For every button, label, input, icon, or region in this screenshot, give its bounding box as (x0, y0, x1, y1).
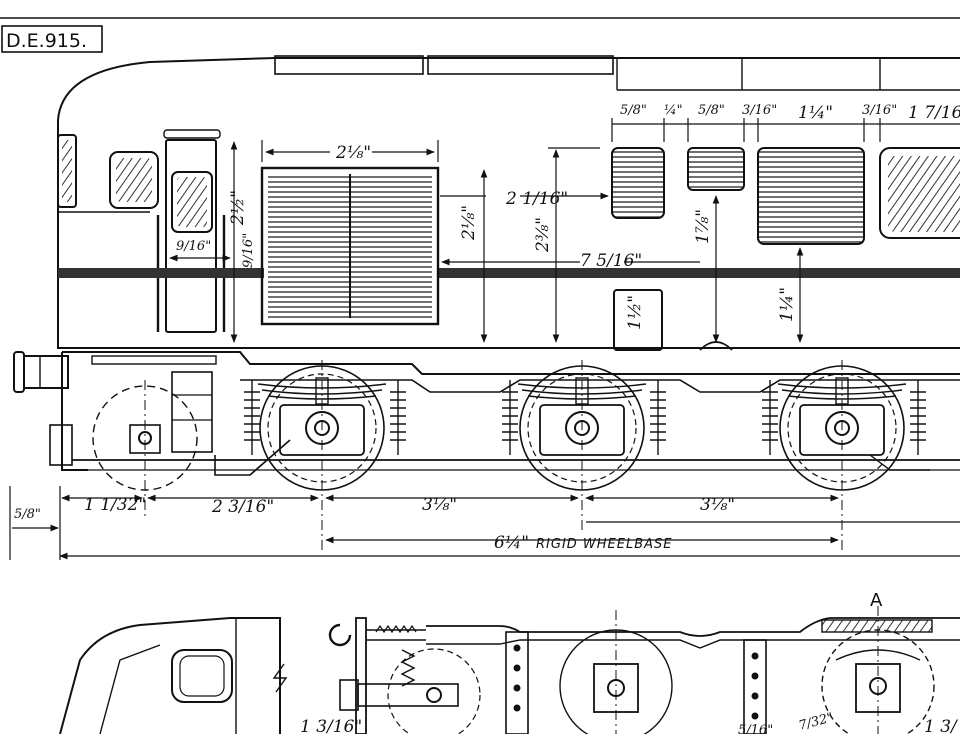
handle-recess (613, 289, 663, 351)
dim-grille-offset-b: 2 1/16" (505, 189, 568, 209)
dim-top-a: 5/8" (620, 103, 647, 118)
plan-cab-window (171, 649, 233, 703)
roof-panel (274, 55, 424, 75)
dim-top-d: 3/16" (742, 103, 777, 118)
dim-rigid-wheelbase: 6¼" (494, 533, 529, 553)
rigid-wheelbase-caption: RIGID WHEELBASE (536, 537, 673, 552)
dim-vent-height: 1⅞" (693, 209, 713, 244)
coil-springs (244, 380, 926, 455)
dim-lower-b: 5/16" (738, 723, 773, 734)
dim-lower-c: 7/32" (797, 710, 835, 734)
dim-base-a: 1 1/32" (84, 495, 146, 515)
dim-buffer-overhang: 5/8" (14, 507, 41, 522)
dim-lower-a: 1 3/16" (300, 717, 362, 734)
vent-1 (611, 147, 665, 219)
cab-door (165, 139, 217, 333)
cab-side-window (109, 151, 159, 209)
drawing-id: D.E.915. (6, 30, 87, 52)
engine-grille (260, 166, 440, 326)
cab-rear-window (879, 147, 960, 239)
side-elevation (0, 17, 960, 550)
dim-lower-d: 1 3/ (924, 717, 959, 734)
section-label-a: A (870, 590, 883, 611)
vent-2 (687, 147, 745, 191)
section-plate (821, 619, 933, 633)
dim-top-g: 1 7/16" (908, 103, 960, 123)
drawing-id-box (1, 25, 103, 53)
dim-window-drop: 1¼" (777, 287, 797, 322)
body-stripe (58, 268, 264, 278)
roof-panel (427, 55, 614, 75)
frame-plate (743, 639, 767, 734)
roof-line (57, 57, 960, 121)
door-window (171, 171, 213, 233)
dim-base-b: 2 3/16" (211, 497, 274, 517)
dim-door-gap-left: 9/16" (176, 239, 211, 254)
dim-handle-height: 1½" (625, 295, 645, 330)
dimension-lines (9, 118, 960, 560)
cab-steps (171, 371, 213, 453)
dim-top-e: 1¼" (798, 103, 833, 123)
dim-door-gap-right: 9/16" (241, 233, 256, 268)
dim-axle-2: 3⅛" (700, 495, 735, 515)
dim-body-height: 2⅜" (533, 217, 553, 253)
dim-grille-offset-a: 2⅛" (459, 205, 479, 241)
dim-top-b: ¼" (664, 103, 683, 118)
plan-view (59, 606, 960, 734)
vent-3 (757, 147, 865, 245)
dim-axle-1: 3⅛" (422, 495, 457, 515)
dim-cab-offset: 7 5/16" (580, 251, 642, 271)
buffer (13, 351, 73, 466)
dim-grille-width: 2⅛" (335, 143, 371, 163)
dim-top-f: 3/16" (862, 103, 897, 118)
cab-front-window (57, 134, 77, 208)
dim-door-height: 2½" (228, 190, 248, 226)
frame-plate (505, 631, 529, 734)
dim-top-c: 5/8" (698, 103, 725, 118)
